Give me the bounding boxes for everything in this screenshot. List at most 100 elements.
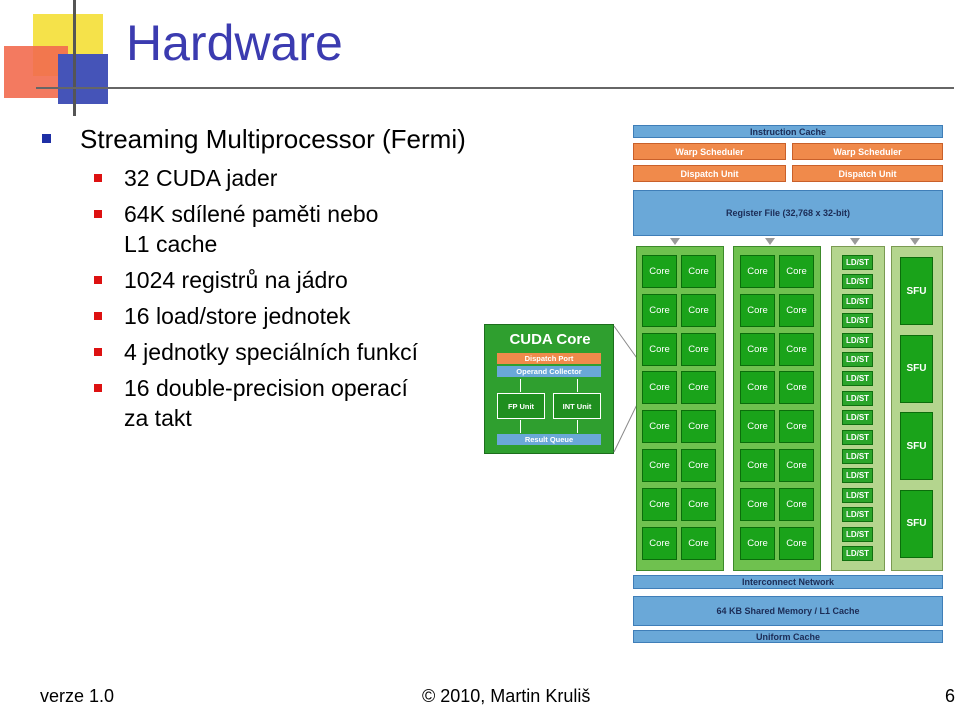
ldst-unit: LD/ST — [842, 429, 873, 445]
sub-bullet-text: 4 jednotky speciálních funkcí — [124, 339, 419, 365]
int-unit: INT Unit — [553, 393, 601, 419]
ldst-unit: LD/ST — [842, 274, 873, 290]
footer-copyright: © 2010, Martin Kruliš — [422, 686, 591, 706]
footer-page-number: 6 — [945, 686, 956, 706]
ldst-unit: LD/ST — [842, 313, 873, 329]
cuda-core: Core — [779, 410, 814, 444]
bullet-square-icon — [94, 210, 102, 218]
cuda-core: Core — [740, 410, 775, 444]
shared-memory-l1-cache: 64 KB Shared Memory / L1 Cache — [633, 596, 943, 626]
connector-line — [520, 379, 521, 392]
cuda-core: Core — [681, 487, 716, 521]
operand-collector: Operand Collector — [497, 366, 601, 377]
sfu-unit: SFU — [900, 257, 933, 325]
decor-blue-square — [58, 54, 108, 104]
sfu-unit: SFU — [900, 412, 933, 480]
ldst-unit: LD/ST — [842, 487, 873, 503]
cuda-core: Core — [681, 332, 716, 366]
down-arrow-icon — [850, 238, 860, 245]
cuda-core: Core — [642, 410, 677, 444]
cuda-core: Core — [740, 332, 775, 366]
bullet-square-icon — [42, 134, 51, 143]
sub-bullet-text: 16 load/store jednotek — [124, 303, 351, 329]
cuda-core: Core — [740, 293, 775, 327]
cuda-core: Core — [681, 526, 716, 560]
cuda-core: Core — [740, 487, 775, 521]
ldst-unit: LD/ST — [842, 352, 873, 367]
ldst-unit: LD/ST — [842, 507, 873, 523]
register-file: Register File (32,768 x 32-bit) — [633, 190, 943, 236]
down-arrow-icon — [765, 238, 775, 245]
cuda-core-title: CUDA Core — [509, 331, 591, 348]
cuda-core: Core — [642, 293, 677, 327]
cuda-core: Core — [642, 371, 677, 405]
title-underline — [36, 87, 954, 89]
bullet-text: Streaming Multiprocessor (Fermi) — [80, 124, 466, 154]
sfu-unit: SFU — [900, 334, 933, 403]
cuda-core: Core — [642, 255, 677, 288]
ldst-unit: LD/ST — [842, 468, 873, 484]
cuda-core: Core — [779, 332, 814, 366]
warp-scheduler-right: Warp Scheduler — [792, 143, 943, 160]
cuda-core: Core — [779, 371, 814, 405]
interconnect-network: Interconnect Network — [633, 575, 943, 589]
dispatch-unit-left: Dispatch Unit — [633, 165, 786, 182]
cuda-core: Core — [740, 255, 775, 288]
cuda-core: Core — [681, 371, 716, 405]
slide-title: Hardware — [126, 15, 343, 71]
ldst-unit: LD/ST — [842, 332, 873, 348]
bullet-square-icon — [94, 348, 102, 356]
connector-line — [520, 420, 521, 433]
uniform-cache: Uniform Cache — [633, 630, 943, 643]
result-queue: Result Queue — [497, 434, 601, 445]
bullet-square-icon — [94, 174, 102, 182]
ldst-unit: LD/ST — [842, 449, 873, 464]
ldst-unit: LD/ST — [842, 255, 873, 270]
cuda-core: Core — [681, 449, 716, 482]
ldst-unit: LD/ST — [842, 371, 873, 387]
cuda-core: Core — [681, 293, 716, 327]
footer-version: verze 1.0 — [40, 686, 115, 706]
cuda-core: Core — [642, 487, 677, 521]
cuda-core: Core — [681, 255, 716, 288]
bullet-square-icon — [94, 384, 102, 392]
cuda-core: Core — [642, 332, 677, 366]
decor-red-square — [4, 46, 68, 98]
fp-unit: FP Unit — [497, 393, 545, 419]
cuda-core: Core — [779, 293, 814, 327]
ldst-unit: LD/ST — [842, 293, 873, 309]
sub-bullet-text: 16 double-precision operací — [124, 375, 408, 401]
dispatch-port: Dispatch Port — [497, 353, 601, 364]
down-arrow-icon — [670, 238, 680, 245]
cuda-core: Core — [779, 449, 814, 482]
cuda-core: Core — [779, 526, 814, 560]
cuda-core: Core — [779, 255, 814, 288]
connector-line — [577, 420, 578, 433]
sub-bullet-text: 32 CUDA jader — [124, 165, 278, 191]
decor-vertical-line — [73, 0, 76, 116]
instruction-cache: Instruction Cache — [633, 125, 943, 138]
cuda-core: Core — [740, 526, 775, 560]
ldst-unit: LD/ST — [842, 526, 873, 542]
sub-bullet-text: za takt — [124, 405, 192, 431]
cuda-core: Core — [740, 371, 775, 405]
sub-bullet-text: 64K sdílené paměti nebo — [124, 201, 379, 227]
cuda-core: Core — [779, 487, 814, 521]
ldst-unit: LD/ST — [842, 390, 873, 406]
down-arrow-icon — [910, 238, 920, 245]
dispatch-unit-right: Dispatch Unit — [792, 165, 943, 182]
sfu-unit: SFU — [900, 489, 933, 558]
cuda-core: Core — [681, 410, 716, 444]
ldst-unit: LD/ST — [842, 546, 873, 561]
cuda-core: Core — [642, 526, 677, 560]
sub-bullet-text: L1 cache — [124, 231, 218, 257]
bullet-square-icon — [94, 312, 102, 320]
sub-bullet-text: 1024 registrů na jádro — [124, 267, 348, 293]
connector-line — [577, 379, 578, 392]
cuda-core-inset: CUDA Core Dispatch Port Operand Collecto… — [484, 324, 614, 454]
bullet-square-icon — [94, 276, 102, 284]
cuda-core: Core — [642, 449, 677, 482]
ldst-unit: LD/ST — [842, 410, 873, 426]
cuda-core: Core — [740, 449, 775, 482]
warp-scheduler-left: Warp Scheduler — [633, 143, 786, 160]
